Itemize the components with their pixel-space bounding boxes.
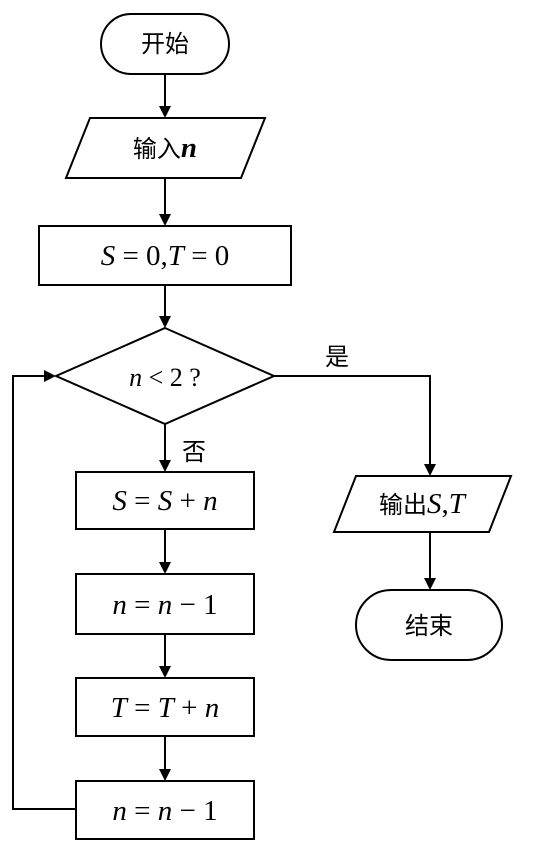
init-process: S = 0,T = 0 xyxy=(38,225,292,286)
step-sum-s: S = S + n xyxy=(75,471,255,530)
arrowhead xyxy=(424,578,436,590)
arrowhead xyxy=(159,106,171,118)
arrowhead xyxy=(159,460,171,472)
arrowhead xyxy=(159,666,171,678)
step-sum-t-label: T = T + n xyxy=(111,692,220,724)
arrowhead xyxy=(44,370,56,382)
end-terminal: 结束 xyxy=(355,589,503,661)
step-decrement-n-2-label: n = n − 1 xyxy=(112,795,217,827)
decision-node: n < 2 ? xyxy=(53,326,277,426)
no-label: 否 xyxy=(182,438,206,466)
start-label: 开始 xyxy=(141,30,189,58)
connectors xyxy=(12,74,436,810)
output-label: 输出S,T xyxy=(379,488,467,520)
start-terminal: 开始 xyxy=(100,13,230,75)
step-decrement-n-2: n = n − 1 xyxy=(75,780,255,840)
step-decrement-n-1-label: n = n − 1 xyxy=(112,589,217,621)
step-sum-t: T = T + n xyxy=(75,677,255,737)
input-label: 输入n xyxy=(133,132,197,164)
arrowhead xyxy=(159,562,171,574)
arrowhead xyxy=(424,464,436,476)
arrowhead xyxy=(159,769,171,781)
edge-decision-yes xyxy=(274,375,431,468)
end-label: 结束 xyxy=(405,612,453,640)
output-node: 输出S,T xyxy=(332,475,513,533)
arrowhead xyxy=(159,214,171,226)
decision-label: n < 2 ? xyxy=(129,363,201,392)
step-sum-s-label: S = S + n xyxy=(112,485,217,517)
arrowhead xyxy=(159,316,171,328)
init-label: S = 0,T = 0 xyxy=(101,240,230,272)
edge-loop-back xyxy=(12,375,76,810)
input-node: 输入n xyxy=(64,117,267,179)
step-decrement-n-1: n = n − 1 xyxy=(75,573,255,635)
yes-label: 是 xyxy=(325,343,349,371)
